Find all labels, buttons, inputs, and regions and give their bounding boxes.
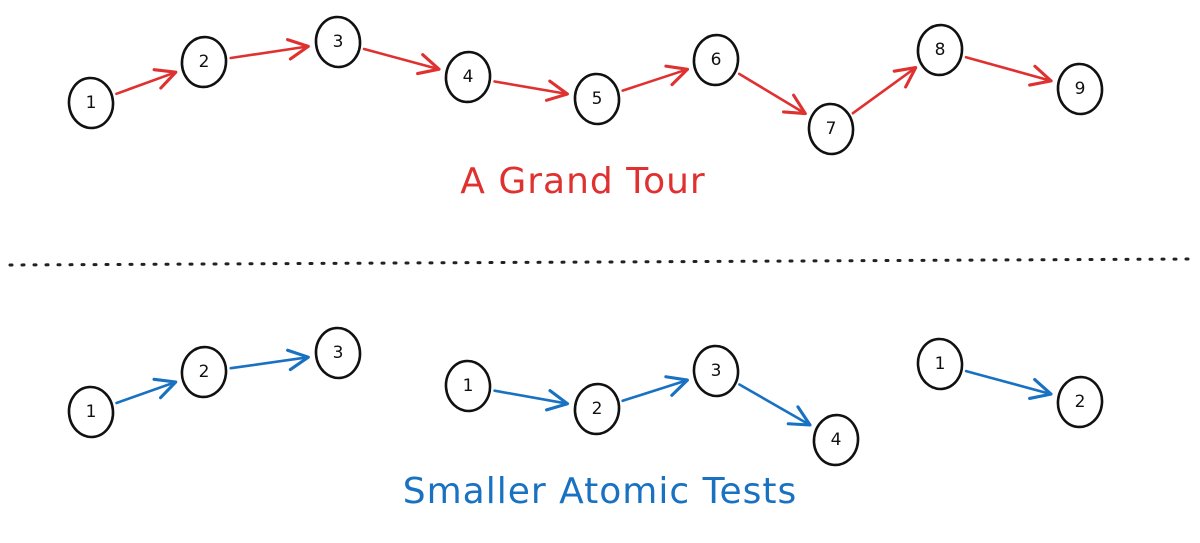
node-circle (573, 382, 621, 436)
node-label: 1 (86, 93, 97, 113)
node-label: 1 (935, 354, 946, 374)
node-circle (1056, 375, 1104, 429)
atomic-test-group-1: 1 2 3 (67, 326, 362, 439)
tour-node-7: 7 (807, 102, 855, 156)
atomic-tests-caption: Smaller Atomic Tests (403, 471, 797, 512)
node-label: 1 (86, 402, 97, 422)
tour-node-5: 5 (573, 72, 621, 126)
node-label: 7 (826, 119, 837, 139)
tour-arrow-4-to-5 (493, 79, 569, 102)
atomic-arrow-3-to-4 (738, 383, 812, 427)
tour-node-8: 8 (916, 23, 964, 77)
atomic-arrow-1-to-2 (115, 377, 178, 405)
tour-node-9: 9 (1056, 62, 1104, 116)
node-circle (1056, 62, 1104, 116)
atomic-node-3: 3 (692, 344, 740, 398)
atomic-node-4: 4 (812, 413, 860, 467)
node-label: 2 (199, 362, 210, 382)
node-label: 6 (711, 50, 722, 70)
atomic-test-group-2: 1 2 3 4 (444, 344, 860, 467)
atomic-node-2: 2 (1056, 375, 1104, 429)
grand-tour-caption: A Grand Tour (460, 161, 705, 202)
node-circle (573, 72, 621, 126)
tour-arrow-3-to-4 (362, 47, 441, 76)
tour-arrow-6-to-7 (737, 72, 807, 116)
atomic-node-1: 1 (916, 337, 964, 391)
atomic-node-2: 2 (180, 345, 228, 399)
tour-arrow-5-to-6 (621, 64, 690, 92)
atomic-node-1: 1 (67, 385, 115, 439)
node-circle (444, 359, 492, 413)
node-circle (916, 337, 964, 391)
node-label: 2 (1075, 392, 1086, 412)
node-label: 8 (935, 40, 946, 60)
tour-arrow-2-to-3 (229, 38, 310, 61)
tour-node-1: 1 (67, 76, 115, 130)
atomic-test-group-3: 12 (916, 337, 1104, 429)
node-circle (314, 15, 362, 69)
node-circle (180, 35, 228, 89)
grand-tour-sequence: 1 2 3 4 5 6 7 8 9 (67, 15, 1104, 156)
tour-node-4: 4 (444, 50, 492, 104)
tour-arrow-1-to-2 (115, 68, 178, 96)
atomic-arrow-1-to-2 (964, 369, 1053, 400)
node-label: 3 (711, 361, 722, 381)
atomic-node-2: 2 (573, 382, 621, 436)
node-label: 3 (333, 343, 344, 363)
tour-node-2: 2 (180, 35, 228, 89)
node-label: 3 (333, 32, 344, 52)
node-label: 4 (831, 430, 842, 450)
node-label: 5 (592, 89, 603, 109)
node-label: 9 (1075, 79, 1086, 99)
node-label: 2 (199, 52, 210, 72)
node-circle (67, 76, 115, 130)
tour-node-3: 3 (314, 15, 362, 69)
atomic-arrow-2-to-3 (621, 375, 689, 403)
node-circle (314, 326, 362, 380)
atomic-arrow-1-to-2 (493, 389, 570, 412)
node-circle (444, 50, 492, 104)
atomic-arrow-2-to-3 (229, 348, 310, 372)
dotted-divider (8, 257, 1192, 267)
node-circle (67, 385, 115, 439)
node-label: 2 (592, 399, 603, 419)
atomic-node-1: 1 (444, 359, 492, 413)
node-label: 1 (463, 376, 474, 396)
node-circle (812, 413, 860, 467)
node-circle (180, 345, 228, 399)
tour-arrow-8-to-9 (964, 55, 1053, 87)
node-circle (692, 344, 740, 398)
node-circle (807, 102, 855, 156)
node-label: 4 (463, 67, 474, 87)
node-circle (692, 33, 740, 87)
tour-arrow-7-to-8 (851, 66, 918, 115)
atomic-node-3: 3 (314, 326, 362, 380)
node-circle (916, 23, 964, 77)
tour-node-6: 6 (692, 33, 740, 87)
